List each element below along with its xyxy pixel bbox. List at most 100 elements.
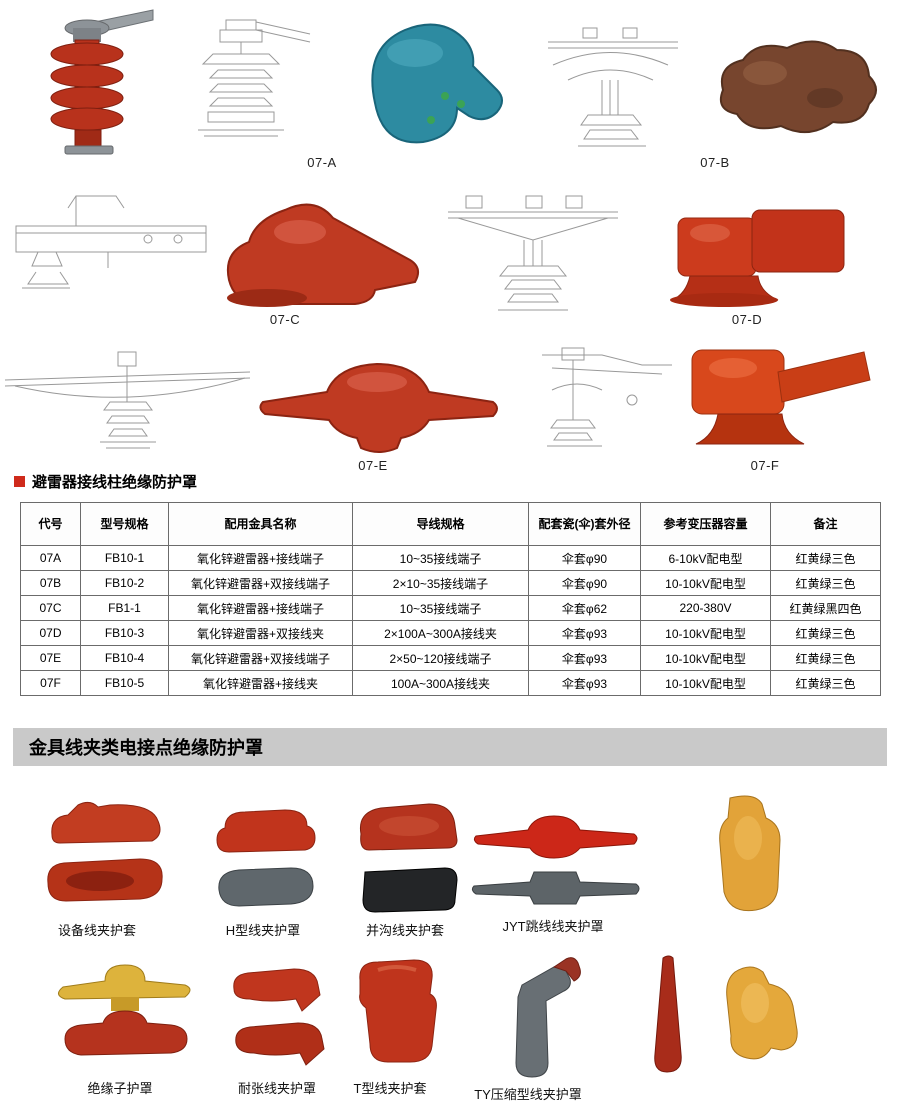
table-row: 07D FB10-3 氧化锌避雷器+双接线夹 2×100A~300A接线夹 伞套…: [20, 620, 881, 646]
cover-photo-07a: [371, 23, 503, 144]
section-title-clamp-bar: 金具线夹类电接点绝缘防护罩: [13, 728, 887, 766]
product-label-device-clamp: 设备线夹护套: [57, 923, 136, 938]
cover-photo-07b: [719, 40, 877, 133]
t-type-clamp-cover-photo: [359, 959, 437, 1063]
cell-code: 07B: [20, 570, 81, 596]
cell-fitting: 氧化锌避雷器+双接线端子: [168, 645, 353, 671]
cell-fitting: 氧化锌避雷器+接线端子: [168, 545, 353, 571]
product-label-jyt-jumper: JYT跳线线夹护罩: [502, 919, 604, 934]
cell-diameter: 伞套φ90: [528, 545, 641, 571]
cell-remark: 红黄绿三色: [770, 645, 881, 671]
table-row: 07B FB10-2 氧化锌避雷器+双接线端子 2×10~35接线端子 伞套φ9…: [20, 570, 881, 596]
device-clamp-cover-photo: [47, 801, 163, 902]
product-label-parallel-groove: 并沟线夹护套: [365, 923, 444, 938]
cell-capacity: 10-10kV配电型: [640, 645, 771, 671]
cell-diameter: 伞套φ90: [528, 570, 641, 596]
cell-conductor: 100A~300A接线夹: [352, 670, 529, 696]
column-header: 导线规格: [352, 502, 529, 546]
ty-compression-clamp-cover-photo: [515, 957, 581, 1078]
tension-clamp-cover-photo: [233, 968, 325, 1066]
cell-conductor: 2×100A~300A接线夹: [352, 620, 529, 646]
figure-label-07f: 07-F: [750, 458, 780, 473]
product-label-t-type: T型线夹护套: [353, 1081, 427, 1096]
column-header: 配套瓷(伞)套外径: [528, 502, 641, 546]
cell-capacity: 10-10kV配电型: [640, 620, 771, 646]
table-row: 07F FB10-5 氧化锌避雷器+接线夹 100A~300A接线夹 伞套φ93…: [20, 670, 881, 696]
cover-photo-07f: [691, 349, 871, 445]
table-header-row: 代号 型号规格 配用金具名称 导线规格 配套瓷(伞)套外径 参考变压器容量 备注: [20, 502, 881, 546]
cell-capacity: 6-10kV配电型: [640, 545, 771, 571]
cell-diameter: 伞套φ62: [528, 595, 641, 621]
section-title-arrester: 避雷器接线柱绝缘防护罩: [14, 471, 197, 492]
cell-diameter: 伞套φ93: [528, 620, 641, 646]
cell-model: FB10-3: [80, 620, 169, 646]
yellow-cover-photo-top: [719, 795, 781, 912]
technical-drawing-07b: [548, 27, 678, 147]
parallel-groove-clamp-cover-photo: [359, 803, 458, 913]
cell-code: 07F: [20, 670, 81, 696]
product-label-tension: 耐张线夹护罩: [237, 1081, 316, 1096]
cell-remark: 红黄绿黑四色: [770, 595, 881, 621]
cell-model: FB10-2: [80, 570, 169, 596]
cell-capacity: 10-10kV配电型: [640, 570, 771, 596]
cell-conductor: 2×10~35接线端子: [352, 570, 529, 596]
figure-label-07d: 07-D: [731, 312, 763, 327]
figure-label-07e: 07-E: [358, 458, 388, 473]
cell-remark: 红黄绿三色: [770, 570, 881, 596]
figure-label-07a: 07-A: [307, 155, 337, 170]
cover-photo-07e: [259, 362, 498, 453]
column-header: 备注: [770, 502, 881, 546]
yellow-cover-photo-bottom: [726, 966, 798, 1060]
technical-drawing-07a: [198, 19, 311, 137]
cell-model: FB1-1: [80, 595, 169, 621]
section1-title-text: 避雷器接线柱绝缘防护罩: [32, 474, 198, 491]
cell-fitting: 氧化锌避雷器+接线夹: [168, 670, 353, 696]
table-row: 07A FB10-1 氧化锌避雷器+接线端子 10~35接线端子 伞套φ90 6…: [20, 545, 881, 571]
jyt-jumper-clamp-cover-photo: [471, 815, 640, 905]
column-header: 参考变压器容量: [640, 502, 771, 546]
h-type-clamp-cover-photo: [216, 809, 316, 907]
cell-fitting: 氧化锌避雷器+双接线夹: [168, 620, 353, 646]
cover-photo-07d: [670, 209, 845, 307]
cell-model: FB10-1: [80, 545, 169, 571]
technical-drawing-07d: [448, 195, 618, 311]
cell-remark: 红黄绿三色: [770, 670, 881, 696]
technical-drawing-07e: [4, 351, 251, 449]
cell-diameter: 伞套φ93: [528, 645, 641, 671]
figure-label-07c: 07-C: [269, 312, 301, 327]
column-header: 配用金具名称: [168, 502, 353, 546]
section2-title-text: 金具线夹类电接点绝缘防护罩: [29, 738, 263, 758]
red-square-bullet-icon: [14, 476, 25, 487]
table-row: 07E FB10-4 氧化锌避雷器+双接线端子 2×50~120接线端子 伞套φ…: [20, 645, 881, 671]
cell-conductor: 10~35接线端子: [352, 595, 529, 621]
cell-code: 07A: [20, 545, 81, 571]
figure-label-07b: 07-B: [700, 155, 730, 170]
spec-table: 代号 型号规格 配用金具名称 导线规格 配套瓷(伞)套外径 参考变压器容量 备注…: [20, 502, 881, 696]
arrester-product-photo: [50, 9, 154, 155]
cell-fitting: 氧化锌避雷器+双接线端子: [168, 570, 353, 596]
cell-remark: 红黄绿三色: [770, 545, 881, 571]
product-label-insulator: 绝缘子护罩: [87, 1081, 153, 1096]
cell-model: FB10-5: [80, 670, 169, 696]
technical-drawing-07f: [542, 347, 672, 447]
column-header: 代号: [20, 502, 81, 546]
table-row: 07C FB1-1 氧化锌避雷器+接线端子 10~35接线端子 伞套φ62 22…: [20, 595, 881, 621]
technical-drawing-07c: [15, 195, 207, 289]
insulator-cover-photo: [58, 964, 191, 1056]
red-cone-cover-photo: [654, 955, 682, 1073]
cell-conductor: 10~35接线端子: [352, 545, 529, 571]
product-label-ty-compression: TY压缩型线夹护罩: [474, 1087, 582, 1102]
cell-fitting: 氧化锌避雷器+接线端子: [168, 595, 353, 621]
cover-photo-07c: [227, 203, 420, 307]
product-label-h-type: H型线夹护罩: [225, 923, 301, 938]
cell-remark: 红黄绿三色: [770, 620, 881, 646]
column-header: 型号规格: [80, 502, 169, 546]
cell-code: 07E: [20, 645, 81, 671]
cell-diameter: 伞套φ93: [528, 670, 641, 696]
cell-model: FB10-4: [80, 645, 169, 671]
cell-capacity: 220-380V: [640, 595, 771, 621]
cell-code: 07D: [20, 620, 81, 646]
cell-conductor: 2×50~120接线端子: [352, 645, 529, 671]
cell-code: 07C: [20, 595, 81, 621]
